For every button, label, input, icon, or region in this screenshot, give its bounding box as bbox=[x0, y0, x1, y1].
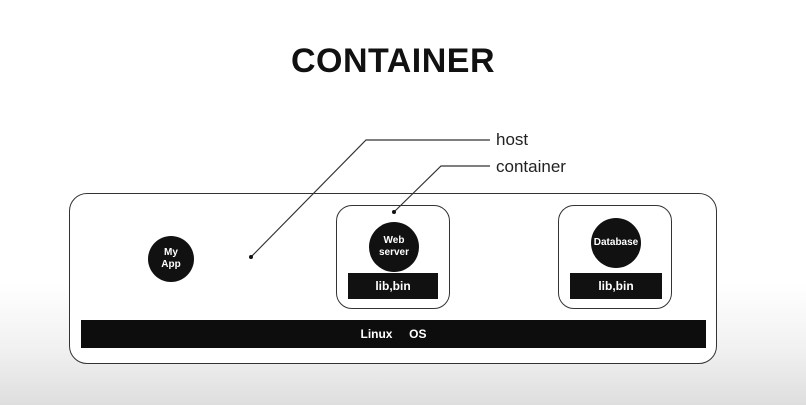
database-lib-box: lib,bin bbox=[570, 273, 662, 299]
linux-os-label: Linux OS bbox=[360, 327, 427, 341]
web-server-circle: Web server bbox=[369, 222, 419, 272]
my-app-label: My App bbox=[161, 247, 181, 270]
container-callout-line bbox=[393, 165, 490, 213]
linux-os-bar: Linux OS bbox=[81, 320, 706, 348]
container-callout-dot bbox=[392, 210, 396, 214]
web-server-lib-box: lib,bin bbox=[348, 273, 438, 299]
my-app-circle: My App bbox=[148, 236, 194, 282]
host-callout-dot bbox=[249, 255, 253, 259]
database-label: Database bbox=[593, 237, 639, 248]
host-callout-line bbox=[250, 139, 490, 258]
host-label: host bbox=[496, 130, 529, 149]
database-circle: Database bbox=[591, 218, 641, 268]
container-label: container bbox=[496, 157, 566, 176]
web-server-lib-label: lib,bin bbox=[375, 279, 411, 293]
database-lib-label: lib,bin bbox=[598, 279, 634, 293]
diagram-title: CONTAINER bbox=[290, 42, 496, 80]
web-server-label: Web server bbox=[378, 235, 410, 258]
